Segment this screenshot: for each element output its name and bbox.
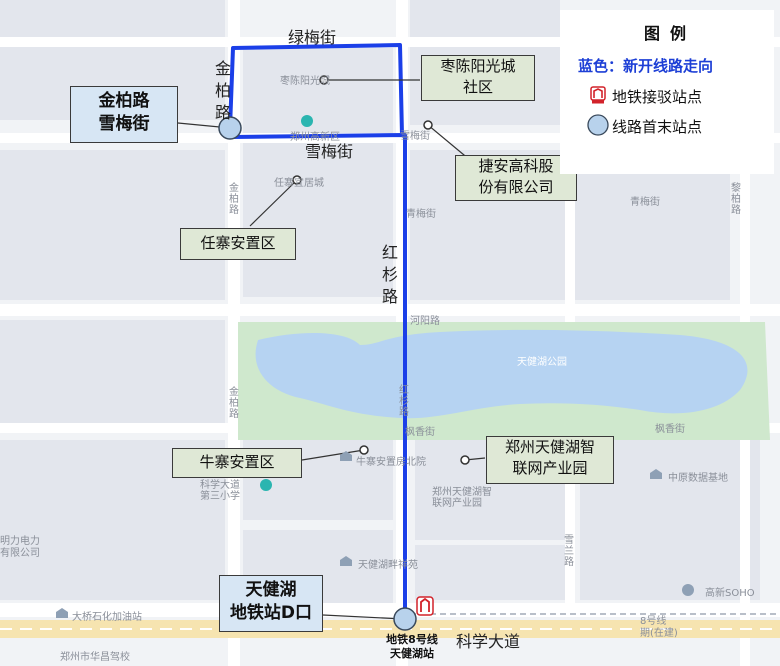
callout-niuzhai: 牛寨安置区: [172, 448, 302, 478]
lake: [255, 329, 748, 419]
street-xuelan-faint: 雪兰路: [564, 535, 574, 568]
poi-zhengzhou-bottom: 郑州市华昌驾校: [60, 652, 130, 663]
line8-faint-sub: 期(在建): [640, 628, 678, 639]
street-xuemei-faint: 雪梅街: [400, 131, 430, 142]
street-hongshan: 红杉路: [381, 243, 398, 306]
poi-dots: [292, 75, 470, 465]
legend: 图例 蓝色：新开线路走向 地铁接驳站点 线路首末站点: [560, 10, 774, 174]
poi-gaoxin-soho: 高新SOHO: [705, 588, 755, 599]
legend-metro-label: 地铁接驳站点: [612, 88, 703, 106]
terminal-north-label: 金柏路 雪梅街: [70, 86, 178, 143]
poi-tianjian-xiangyuan: 天健湖畔祥苑: [358, 560, 418, 571]
poi-mingli-power-sub: 有限公司: [0, 548, 40, 559]
street-jinbai: 金柏路: [214, 59, 231, 122]
callout-jiean: 捷安高科股 份有限公司: [455, 155, 577, 201]
callout-iot-park: 郑州天健湖智 联网产业园: [486, 436, 614, 484]
metro-station-icon: [416, 596, 434, 616]
callout-leaders: [177, 79, 486, 620]
poi-zhongyuan-data: 中原数据基地: [668, 473, 728, 484]
street-jinbai-faint-top: 金柏路: [229, 183, 239, 216]
terminal-north-marker: [218, 116, 242, 140]
poi-iot-faint: 郑州天健湖智: [432, 487, 492, 498]
poi-niuzhai-north: 牛寨安置房北院: [356, 457, 426, 468]
metro-logo-icon: [590, 86, 606, 104]
poi-renzhai-faint: 任寨宜居城: [274, 178, 324, 189]
poi-zhengzhou-gaoxin-faint: 郑州高新区: [290, 132, 340, 143]
street-hongshan-faint: 红杉路: [399, 385, 409, 418]
street-kexue: 科学大道: [456, 632, 521, 651]
street-fengxiang-faint-left: 枫香街: [405, 427, 435, 438]
terminal-dot-icon: [587, 114, 609, 136]
street-qingmei-faint: 青梅街: [630, 197, 660, 208]
street-liyang-faint: 黎柏路: [731, 183, 741, 216]
map-pin-icons: [56, 115, 694, 618]
poi-tianjian-park: 天健湖公园: [517, 357, 567, 368]
poi-iot-faint-sub: 联网产业园: [432, 498, 482, 509]
street-xuemei: 雪梅街: [305, 142, 354, 161]
street-jinbai-faint-mid: 金柏路: [229, 387, 239, 420]
callout-renzhai: 任寨安置区: [180, 228, 296, 260]
terminal-south-marker: [393, 607, 417, 631]
callout-zaochen: 枣陈阳光城 社区: [421, 55, 535, 101]
new-route-line: [228, 43, 407, 620]
legend-terminal-label: 线路首末站点: [612, 118, 703, 136]
street-qingmei-faint-mid: 青梅街: [406, 209, 436, 220]
street-fengxiang-faint-right: 枫香街: [655, 424, 685, 435]
poi-daqiao-station: 大桥石化加油站: [72, 612, 142, 623]
legend-route-label: 蓝色：新开线路走向: [578, 57, 714, 75]
terminal-south-label: 天健湖 地铁站D口: [219, 575, 323, 632]
poi-kexue-school: 科学大道: [200, 480, 240, 491]
station-tianjianhu-label: 地铁8号线 天健湖站: [386, 633, 438, 660]
legend-title: 图例: [644, 24, 697, 43]
poi-kexue-school-sub: 第三小学: [200, 491, 240, 502]
poi-mingli-power: 明力电力: [0, 536, 40, 547]
street-lvmei: 绿梅街: [288, 28, 337, 47]
street-heyang-faint: 河阳路: [410, 316, 440, 327]
line8-faint: 8号线: [640, 616, 667, 627]
poi-zaochen-faint: 枣陈阳光城: [280, 76, 330, 87]
